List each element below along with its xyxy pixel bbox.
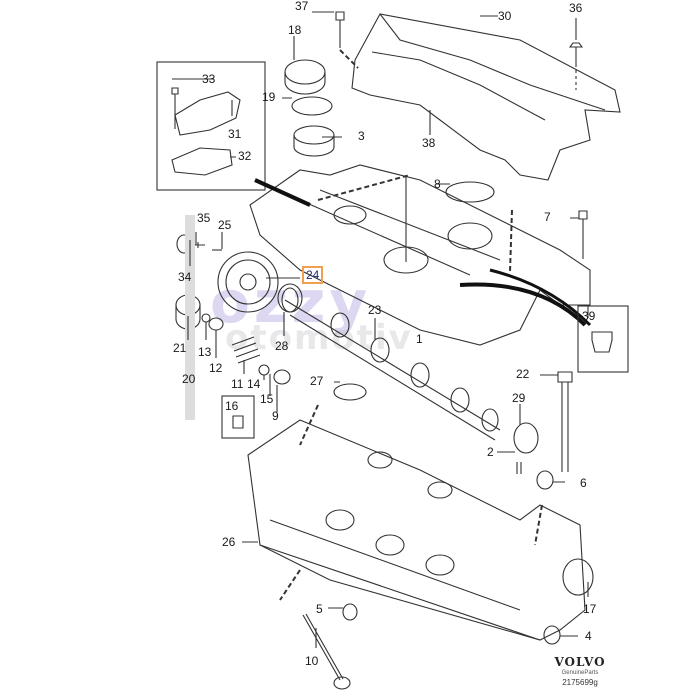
part-label-8[interactable]: 8 <box>434 177 441 191</box>
plug-17 <box>562 558 594 596</box>
bolt-36 <box>568 42 584 67</box>
retainer-12 <box>208 317 224 331</box>
part-label-31[interactable]: 31 <box>228 127 242 141</box>
brand-subtitle: GenuineParts <box>561 670 599 676</box>
part-label-17[interactable]: 17 <box>583 602 597 616</box>
seal-29 <box>513 422 539 454</box>
part-label-35[interactable]: 35 <box>197 211 211 225</box>
valve-10 <box>302 613 344 681</box>
washer-9 <box>273 369 291 385</box>
part-label-6[interactable]: 6 <box>580 476 587 490</box>
camshaft-housing <box>249 164 591 346</box>
box-39 <box>577 305 629 373</box>
seal-14 <box>258 364 270 376</box>
part-label-28[interactable]: 28 <box>275 339 289 353</box>
part-label-23[interactable]: 23 <box>368 303 382 317</box>
part-label-1[interactable]: 1 <box>416 332 423 346</box>
part-label-26[interactable]: 26 <box>222 535 236 549</box>
part-label-36[interactable]: 36 <box>569 1 583 15</box>
part-label-25[interactable]: 25 <box>218 218 232 232</box>
part-label-16[interactable]: 16 <box>225 399 239 413</box>
plug-6 <box>536 470 554 490</box>
part-label-18[interactable]: 18 <box>288 23 302 37</box>
part-label-21[interactable]: 21 <box>173 341 187 355</box>
part-label-30[interactable]: 30 <box>498 9 512 23</box>
part-label-37[interactable]: 37 <box>295 0 309 13</box>
part-label-29[interactable]: 29 <box>512 391 526 405</box>
part-label-14[interactable]: 14 <box>247 377 261 391</box>
seal-3 <box>293 125 335 145</box>
plug-8 <box>445 181 495 203</box>
part-label-34[interactable]: 34 <box>178 270 192 284</box>
bolt-35 <box>195 242 205 248</box>
part-label-39[interactable]: 39 <box>582 309 596 323</box>
part-label-20[interactable]: 20 <box>182 372 196 386</box>
part-label-13[interactable]: 13 <box>198 345 212 359</box>
seal-4 <box>543 625 561 645</box>
volvo-logo: VOLVO <box>554 655 606 669</box>
bolt-7 <box>578 210 588 259</box>
spring-11 <box>231 336 261 364</box>
diagram-code: 2175699g <box>562 678 598 687</box>
part-label-33[interactable]: 33 <box>202 72 216 86</box>
seal-5 <box>342 603 358 621</box>
cotter-13 <box>201 313 211 323</box>
part-label-32[interactable]: 32 <box>238 149 252 163</box>
part-label-11[interactable]: 11 <box>231 377 244 391</box>
part-label-24-highlighted[interactable]: 24 <box>302 266 324 284</box>
box-16 <box>221 395 255 439</box>
part-label-5[interactable]: 5 <box>316 602 323 616</box>
pin-2 <box>516 462 522 474</box>
part-label-2[interactable]: 2 <box>487 445 494 459</box>
part-label-10[interactable]: 10 <box>305 654 319 668</box>
part-label-4[interactable]: 4 <box>585 629 592 643</box>
bolt-22 <box>557 371 573 472</box>
part-label-22[interactable]: 22 <box>516 367 530 381</box>
seal-27 <box>333 383 367 401</box>
part-label-3[interactable]: 3 <box>358 129 365 143</box>
part-label-15[interactable]: 15 <box>260 392 274 406</box>
part-label-38[interactable]: 38 <box>422 136 436 150</box>
o-ring-19 <box>291 96 333 116</box>
box-solenoid <box>156 61 266 191</box>
cylinder-head <box>247 419 586 641</box>
part-label-27[interactable]: 27 <box>310 374 324 388</box>
oil-cap <box>284 59 326 85</box>
bolt-37 <box>335 11 345 48</box>
volvo-brand: VOLVO GenuineParts 2175699g <box>545 655 615 687</box>
part-label-19[interactable]: 19 <box>262 90 276 104</box>
camshaft <box>284 299 501 441</box>
seal-28 <box>277 283 303 313</box>
part-label-7[interactable]: 7 <box>544 210 551 224</box>
engine-cover <box>351 13 621 181</box>
cam-sprocket <box>217 251 279 313</box>
part-label-12[interactable]: 12 <box>209 361 223 375</box>
part-label-9[interactable]: 9 <box>272 409 279 423</box>
